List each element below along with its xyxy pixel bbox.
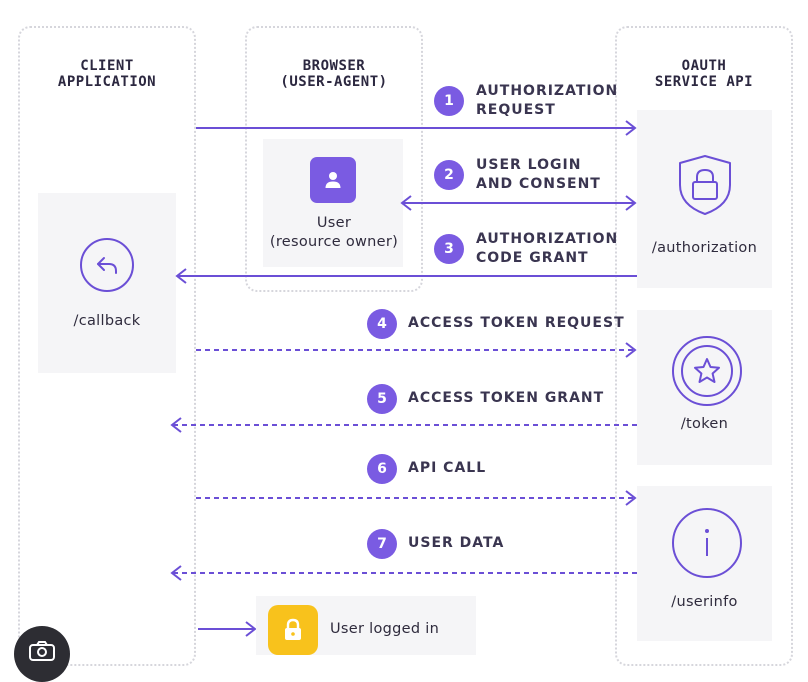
lock-icon [268,605,318,655]
step-badge-5: 5 [367,384,397,414]
authorization-endpoint-caption: /authorization [651,240,758,256]
step-badge-3: 3 [434,234,464,264]
reply-arrow-icon [80,238,134,292]
arrow-user-login-consent [400,195,637,211]
user-caption: User (resource owner) [269,215,399,250]
user-icon [310,157,356,203]
step-badge-2: 2 [434,160,464,190]
arrow-authorization-code-grant [175,268,637,284]
browser-lane [245,26,423,292]
userinfo-endpoint-caption: /userinfo [671,594,738,610]
arrow-api-call [196,490,637,506]
step-badge-7: 7 [367,529,397,559]
logged-in-label: User logged in [330,621,440,637]
step-badge-4: 4 [367,309,397,339]
camera-button[interactable] [14,626,70,682]
flow-arrows [170,120,637,637]
step-label-7: USER DATA [408,535,505,551]
step-label-6: API CALL [408,460,487,476]
arrow-access-token-request [196,342,637,358]
arrow-authorization-request [196,120,637,136]
token-endpoint-caption: /token [680,416,729,432]
step-badge-6: 6 [367,454,397,484]
camera-icon [29,641,55,661]
arrow-user-data [170,565,637,581]
arrow-access-token-grant [170,417,637,433]
star-badge-icon [672,336,742,406]
step-badge-1: 1 [434,86,464,116]
oauth-lane-title: OAUTH SERVICE API [654,58,754,90]
client-lane-title: CLIENT APPLICATION [57,58,157,90]
shield-lock-icon [676,153,734,221]
info-icon [672,508,742,578]
browser-lane-title: BROWSER (USER-AGENT) [280,58,388,90]
arrow-logged-in [198,621,257,637]
callback-caption: /callback [73,313,141,329]
step-label-5: ACCESS TOKEN GRANT [408,390,605,406]
step-label-4: ACCESS TOKEN REQUEST [408,315,625,331]
